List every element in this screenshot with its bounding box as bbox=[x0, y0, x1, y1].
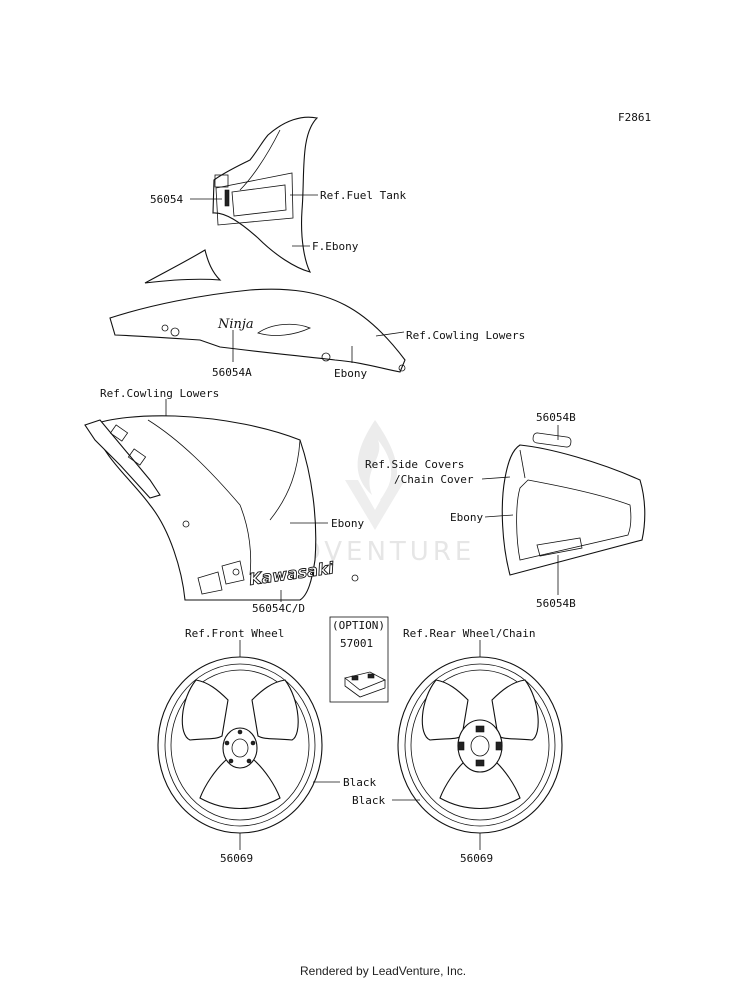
rear-wheel-part[interactable] bbox=[397, 656, 563, 834]
label-option-part: 57001 bbox=[340, 637, 373, 650]
label-ref-cowling-lowers-2[interactable]: Ref.Cowling Lowers bbox=[100, 387, 219, 400]
ninja-logo: Ninja bbox=[217, 317, 254, 332]
label-ref-side-covers[interactable]: Ref.Side Covers bbox=[365, 458, 464, 471]
leader-ebony-3 bbox=[484, 514, 514, 518]
watermark-flame-icon bbox=[357, 420, 398, 500]
label-ebony-3[interactable]: Ebony bbox=[450, 511, 483, 524]
label-ebony-2[interactable]: Ebony bbox=[331, 517, 364, 530]
front-wheel-part[interactable] bbox=[157, 656, 323, 834]
label-black-2[interactable]: Black bbox=[352, 794, 385, 807]
footer-credit: Rendered by LeadVenture, Inc. bbox=[300, 964, 466, 978]
label-ref-front-wheel[interactable]: Ref.Front Wheel bbox=[185, 627, 284, 640]
label-chain-cover[interactable]: /Chain Cover bbox=[394, 473, 474, 486]
label-ref-rear-wheel[interactable]: Ref.Rear Wheel/Chain bbox=[403, 627, 535, 640]
label-f-ebony[interactable]: F.Ebony bbox=[312, 240, 359, 253]
seat-cowl-part[interactable] bbox=[501, 432, 646, 576]
option-box[interactable]: (OPTION) 57001 bbox=[329, 616, 389, 703]
label-rear-wheel-part[interactable]: 56069 bbox=[460, 852, 493, 865]
leader-ref-side-covers bbox=[481, 476, 511, 480]
lower-fairing-part[interactable] bbox=[84, 415, 359, 601]
label-seat-part-bottom[interactable]: 56054B bbox=[536, 597, 576, 610]
label-tank-part[interactable]: 56054 bbox=[150, 193, 183, 206]
label-upper-part[interactable]: 56054A bbox=[212, 366, 252, 379]
label-front-wheel-part[interactable]: 56069 bbox=[220, 852, 253, 865]
label-ebony-1[interactable]: Ebony bbox=[334, 367, 367, 380]
leader-ref-cowling-lowers-1 bbox=[375, 331, 405, 337]
label-black-1[interactable]: Black bbox=[343, 776, 376, 789]
label-seat-part-top[interactable]: 56054B bbox=[536, 411, 576, 424]
label-lower-part[interactable]: 56054C/D bbox=[252, 602, 305, 615]
tank-cover-part[interactable] bbox=[212, 116, 319, 273]
label-ref-fuel-tank[interactable]: Ref.Fuel Tank bbox=[320, 189, 406, 202]
label-option: (OPTION) bbox=[332, 619, 385, 632]
figure-id: F2861 bbox=[618, 111, 651, 124]
label-ref-cowling-lowers-1[interactable]: Ref.Cowling Lowers bbox=[406, 329, 525, 342]
watermark-v-icon bbox=[345, 480, 405, 530]
upper-cowl-part[interactable] bbox=[109, 249, 406, 373]
